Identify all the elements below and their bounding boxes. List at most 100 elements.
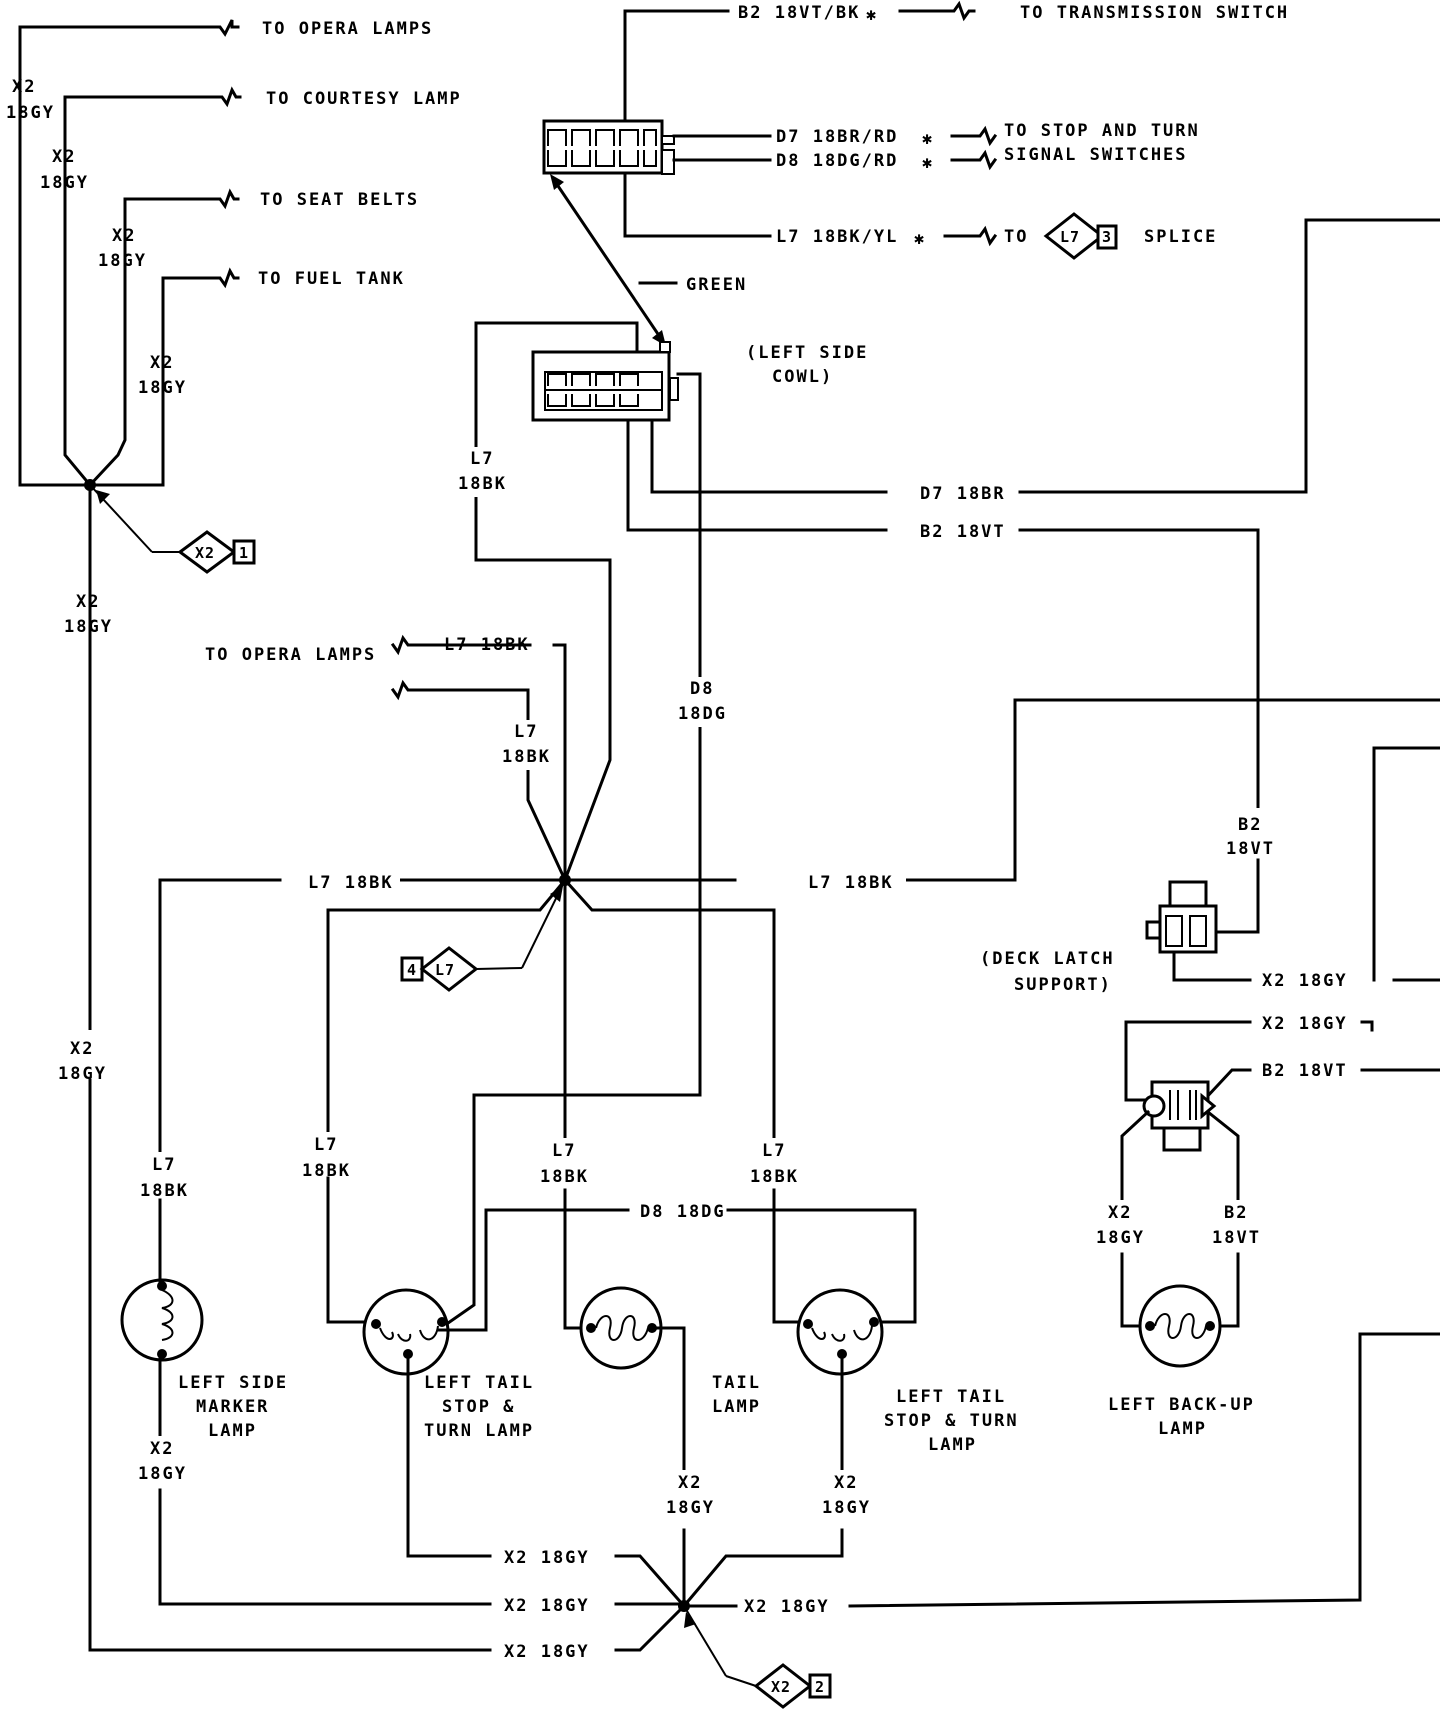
label-lts-2: STOP & — [442, 1397, 515, 1417]
wire-b2-top-dest — [898, 0, 976, 22]
top-connector — [542, 119, 675, 175]
wire-label-18gy: 18GY — [58, 1064, 107, 1084]
label-cowl-2: COWL) — [772, 367, 833, 387]
wire-d7-dest — [950, 125, 998, 147]
wire-l7-lts — [326, 877, 568, 1150]
label-backup-2: LAMP — [1158, 1419, 1207, 1439]
svg-text:4: 4 — [407, 961, 417, 979]
wire-label-18bk: 18BK — [750, 1167, 799, 1187]
wire-label-18vt: 18VT — [1212, 1228, 1261, 1248]
svg-text:TO SEAT BELTS: TO SEAT BELTS — [260, 190, 419, 210]
wire-x2-seat-belts — [87, 188, 240, 488]
wire-label-x2-18gy: X2 18GY — [504, 1642, 590, 1662]
label-cowl-1: (LEFT SIDE — [746, 343, 868, 363]
wire-b2-right — [1018, 528, 1260, 827]
wire-b2-cowl — [626, 418, 888, 532]
star-d8: ✱ — [922, 153, 934, 173]
wire-label-b2: B2 — [1238, 815, 1262, 835]
wire-label-b2-18vt-bk: B2 18VT/BK — [738, 3, 860, 23]
svg-text:L7: L7 — [435, 961, 455, 979]
svg-text:TO FUEL TANK: TO FUEL TANK — [258, 269, 405, 289]
wire-d8-dest — [950, 149, 998, 171]
left-side-marker-lamp — [120, 1198, 204, 1362]
wire-label-18gy: 18GY — [6, 103, 55, 123]
wire-label-l7: L7 — [470, 449, 494, 469]
wire-label-l7: L7 — [152, 1155, 176, 1175]
wire-x2-right — [848, 1332, 1440, 1608]
label-marker-3: LAMP — [208, 1421, 257, 1441]
cowl-connector — [531, 341, 679, 422]
label-stop-turn-1: TO STOP AND TURN — [1004, 121, 1200, 141]
svg-text:2: 2 — [815, 1678, 825, 1696]
label-rts-1: LEFT TAIL — [896, 1387, 1006, 1407]
wire-label-18gy: 18GY — [98, 251, 147, 271]
left-tail-stop-turn-lamp — [326, 1176, 450, 1376]
wire-label-18gy: 18GY — [822, 1498, 871, 1518]
splice-x2-2: X2 2 — [753, 1663, 832, 1709]
label-courtesy-lamp: TO COURTESY LAMP — [266, 89, 462, 109]
wire-x2-backup-sw — [1124, 1020, 1252, 1102]
wire-b2-top — [623, 9, 730, 123]
svg-text:TO COURTESY LAMP: TO COURTESY LAMP — [266, 89, 462, 109]
tail-lamp — [563, 1188, 686, 1478]
label-opera-lamps-top: TO OPERA LAMPS — [262, 19, 433, 39]
wire-l7-opera-2 — [390, 679, 530, 701]
wire-label-18gy: 18GY — [138, 1464, 187, 1484]
wire-label-x2-18gy: X2 18GY — [1262, 1014, 1348, 1034]
label-lts-3: TURN LAMP — [424, 1421, 534, 1441]
wire-label-x2-18gy: X2 18GY — [504, 1548, 590, 1568]
wire-label-18bk: 18BK — [540, 1167, 589, 1187]
wire-label-18gy: 18GY — [666, 1498, 715, 1518]
label-splice: SPLICE — [1144, 227, 1217, 247]
wire-x2-courtesy-lamp — [63, 86, 242, 488]
wire-l7-opera-1 — [390, 634, 532, 656]
wire-label-l7: L7 — [552, 1141, 576, 1161]
connector-mate-arrow — [551, 177, 665, 343]
wire-label-18gy: 18GY — [40, 173, 89, 193]
wire-l7-dest — [943, 225, 998, 247]
wire-label-l7-18bk: L7 18BK — [308, 873, 394, 893]
wire-label-x2: X2 — [112, 226, 136, 246]
splice-l7-4: 4 L7 — [400, 946, 479, 992]
wire-label-x2: X2 — [678, 1473, 702, 1493]
wire-label-l7-18bk: L7 18BK — [808, 873, 894, 893]
wire-label-d8-top: D8 18DG/RD — [776, 151, 898, 171]
label-fuel-tank: TO FUEL TANK — [258, 269, 405, 289]
wire-label-x2-18gy: X2 18GY — [504, 1596, 590, 1616]
wire-l7-right — [898, 698, 1440, 882]
wire-label-x2: X2 — [150, 353, 174, 373]
wire-x2-fuel-tank — [88, 267, 240, 487]
wire-label-18vt: 18VT — [1226, 839, 1275, 859]
wire-label-b2-18vt: B2 18VT — [1262, 1061, 1348, 1081]
label-deck-1: (DECK LATCH — [980, 949, 1115, 969]
wire-label-x2-18gy: X2 18GY — [1262, 971, 1348, 991]
label-backup-1: LEFT BACK-UP — [1108, 1395, 1255, 1415]
wire-label-x2: X2 — [52, 147, 76, 167]
star-d7: ✱ — [922, 129, 934, 149]
wire-l7-top — [623, 171, 772, 238]
wire-label-18gy: 18GY — [64, 617, 113, 637]
wire-d7-cowl — [650, 418, 888, 494]
wire-label-b2-18vt: B2 18VT — [920, 522, 1006, 542]
splice-x2-1: X2 1 — [177, 530, 256, 574]
wire-x2-opera-lamps — [18, 19, 240, 487]
label-rts-3: LAMP — [928, 1435, 977, 1455]
wire-l7-cowl — [474, 321, 639, 882]
svg-text:TO OPERA LAMPS: TO OPERA LAMPS — [262, 19, 433, 39]
l7-splice-group — [158, 634, 1440, 1180]
wire-l7-marker — [158, 878, 282, 1180]
backup-switch-connector — [1142, 1080, 1217, 1152]
wire-label-l7-18bk: L7 18BK — [444, 635, 530, 655]
wire-x2-lts — [406, 1352, 492, 1558]
wire-label-d8-18dg: D8 18DG — [640, 1202, 726, 1222]
wire-label-l7: L7 — [314, 1135, 338, 1155]
wire-label-b2: B2 — [1224, 1203, 1248, 1223]
label-marker-1: LEFT SIDE — [178, 1373, 288, 1393]
star-b2: ✱ — [866, 5, 878, 25]
svg-text:X2: X2 — [771, 1678, 791, 1696]
label-tail-1: TAIL — [712, 1373, 761, 1393]
svg-text:X2: X2 — [195, 544, 215, 562]
wire-label-18bk: 18BK — [140, 1181, 189, 1201]
wire-l7-rts — [562, 877, 776, 1150]
